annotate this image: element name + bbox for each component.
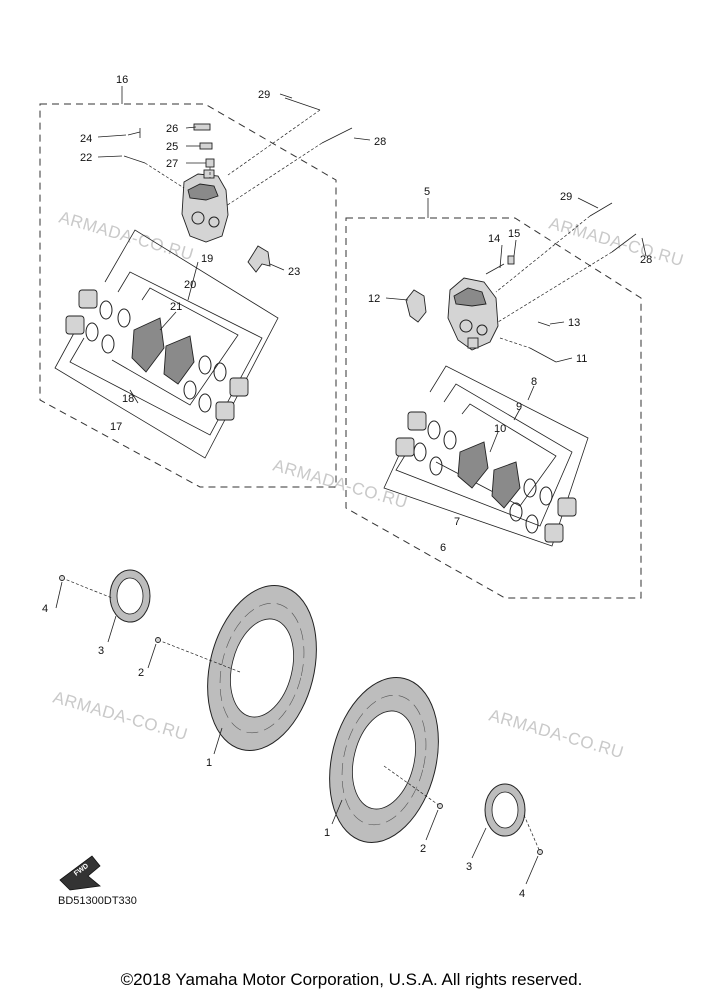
disc-carrier-left [109, 569, 151, 623]
seal [413, 442, 427, 462]
seal [99, 300, 113, 320]
callout-15: 15 [508, 228, 520, 240]
callout-18: 18 [122, 393, 134, 405]
piston [544, 523, 564, 543]
callout-16: 16 [116, 74, 128, 86]
callout-8: 8 [531, 376, 537, 388]
watermark: ARMADA-CO.RU [547, 214, 686, 271]
brake-pad [491, 461, 521, 509]
piston [395, 437, 415, 457]
left-seal-frame-outer [54, 229, 279, 459]
callout-22: 22 [80, 152, 92, 164]
callout-29: 29 [258, 89, 270, 101]
bolt-2 [437, 803, 443, 809]
callout-9: 9 [516, 401, 522, 413]
callout-19: 19 [201, 253, 213, 265]
piston [78, 289, 98, 309]
seal [523, 478, 537, 498]
left-bolts [123, 97, 353, 207]
callout-14: 14 [488, 233, 500, 245]
right-caliper [447, 277, 499, 351]
seal [85, 322, 99, 342]
seal [183, 380, 197, 400]
callout-5: 5 [424, 186, 430, 198]
brake-pad [131, 317, 165, 373]
watermark: ARMADA-CO.RU [51, 688, 190, 745]
callout-27: 27 [166, 158, 178, 170]
callout-29: 29 [560, 191, 572, 203]
seal [525, 514, 539, 534]
callout-4: 4 [42, 603, 48, 615]
piston [407, 411, 427, 431]
seal [117, 308, 131, 328]
seal [427, 420, 441, 440]
watermark: ARMADA-CO.RU [57, 208, 196, 265]
leader-4a [61, 577, 113, 599]
callout-20: 20 [184, 279, 196, 291]
callout-2: 2 [420, 843, 426, 855]
right-seal-frame-inner [395, 383, 573, 527]
left-pad-frame [111, 287, 239, 406]
seal [443, 430, 457, 450]
callout-1: 1 [206, 757, 212, 769]
watermark: ARMADA-CO.RU [271, 456, 410, 513]
brake-pad [163, 335, 195, 385]
callout-7: 7 [454, 516, 460, 528]
callout-25: 25 [166, 141, 178, 153]
seal [198, 393, 212, 413]
callout-13: 13 [568, 317, 580, 329]
callout-28: 28 [374, 136, 386, 148]
right-seal-frame-outer [383, 365, 589, 547]
callout-3: 3 [466, 861, 472, 873]
callout-10: 10 [494, 423, 506, 435]
leader-4b [523, 814, 541, 853]
copyright-notice: ©2018 Yamaha Motor Corporation, U.S.A. A… [120, 970, 583, 989]
piston [215, 401, 235, 421]
callout-1: 1 [324, 827, 330, 839]
seal [213, 362, 227, 382]
callout-24: 24 [80, 133, 92, 145]
pad-spring-23 [247, 245, 271, 273]
callout-11: 11 [576, 353, 587, 365]
brake-disc-left [207, 585, 317, 751]
right-caliper-assembly-boundary [345, 217, 642, 599]
seal [101, 334, 115, 354]
leader-2b [383, 765, 441, 807]
piston [65, 315, 85, 335]
piston [557, 497, 577, 517]
diagram-code: BD51300DT330 [58, 895, 137, 907]
callout-6: 6 [440, 542, 446, 554]
seal [198, 355, 212, 375]
callout-3: 3 [98, 645, 104, 657]
callout-26: 26 [166, 123, 178, 135]
seal [509, 502, 523, 522]
seal [539, 486, 553, 506]
right-bolts [485, 202, 637, 363]
callout-21: 21 [170, 301, 182, 313]
left-caliper [181, 169, 229, 243]
left-caliper-assembly-boundary [39, 103, 337, 488]
disc-carrier-right [484, 783, 526, 837]
brake-pad [457, 441, 489, 489]
piston [229, 377, 249, 397]
bolt-2 [155, 637, 161, 643]
callout-4: 4 [519, 888, 525, 900]
callout-17: 17 [110, 421, 122, 433]
callout-28: 28 [640, 254, 652, 266]
brake-disc-right [329, 677, 439, 843]
watermark: ARMADA-CO.RU [487, 706, 626, 763]
callout-leaders [55, 93, 647, 885]
seal [429, 456, 443, 476]
callout-12: 12 [368, 293, 380, 305]
forward-arrow-icon: FWD [59, 855, 101, 891]
bolt-4 [59, 575, 65, 581]
bolt-4 [537, 849, 543, 855]
pad-spring-12 [405, 289, 427, 323]
callout-2: 2 [138, 667, 144, 679]
callout-23: 23 [288, 266, 300, 278]
